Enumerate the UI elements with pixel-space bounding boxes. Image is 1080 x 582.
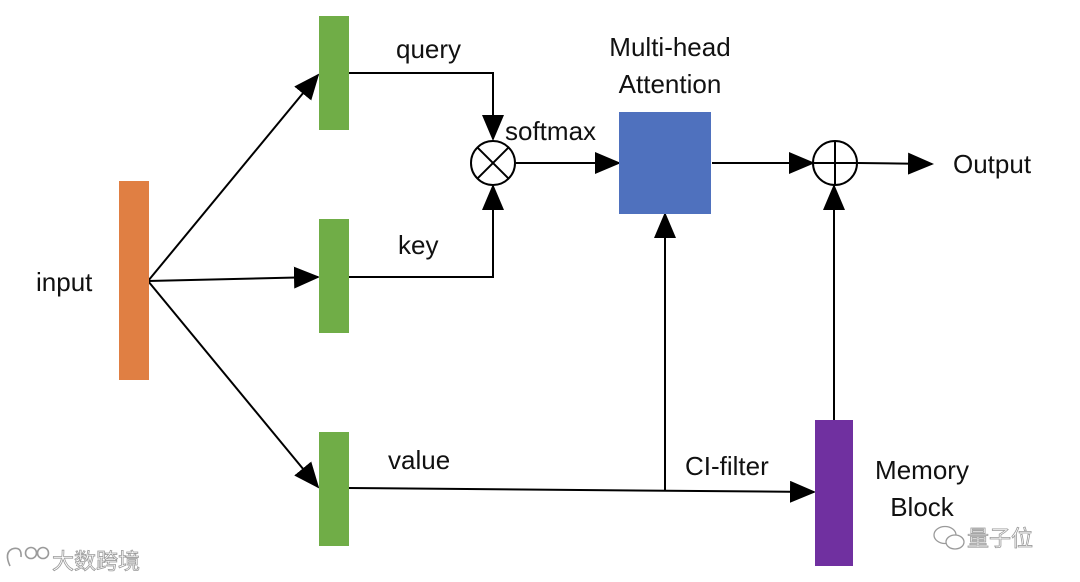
- multiply-operator: [470, 140, 516, 186]
- watermark-right: 量子位: [933, 525, 1033, 552]
- svg-text:量子位: 量子位: [967, 527, 1033, 552]
- memory-label-line1: Memory: [875, 455, 969, 485]
- arrow-input-to-query: [147, 73, 320, 282]
- input-label: input: [36, 267, 93, 297]
- key-block: [319, 219, 349, 333]
- add-operator: [812, 140, 858, 186]
- query-block: [319, 16, 349, 130]
- arrow-key-to-multiply: [348, 184, 504, 278]
- arrow-query-to-multiply: [348, 72, 504, 141]
- watermark-left-logo-icon: [6, 546, 50, 567]
- watermark-left: 大数跨境: [6, 546, 140, 575]
- wechat-icon: [933, 525, 965, 550]
- query-label: query: [396, 34, 461, 64]
- output-label: Output: [953, 149, 1032, 179]
- arrow-value-to-memory: [347, 480, 816, 503]
- key-label: key: [398, 230, 438, 260]
- attention-label-line2: Attention: [619, 69, 722, 99]
- arrow-input-to-key: [147, 266, 320, 289]
- multi-head-attention-block: [619, 112, 711, 214]
- svg-text:大数跨境: 大数跨境: [52, 550, 140, 575]
- arrow-add-to-output: [857, 152, 934, 175]
- memory-block: [815, 420, 853, 566]
- value-label: value: [388, 445, 450, 475]
- memory-label-line2: Block: [890, 492, 955, 522]
- input-block: [119, 181, 149, 380]
- arrow-input-to-value: [147, 280, 320, 489]
- ci-filter-label: CI-filter: [685, 451, 769, 481]
- value-block: [319, 432, 349, 546]
- attention-label-line1: Multi-head: [609, 32, 730, 62]
- softmax-label: softmax: [505, 116, 596, 146]
